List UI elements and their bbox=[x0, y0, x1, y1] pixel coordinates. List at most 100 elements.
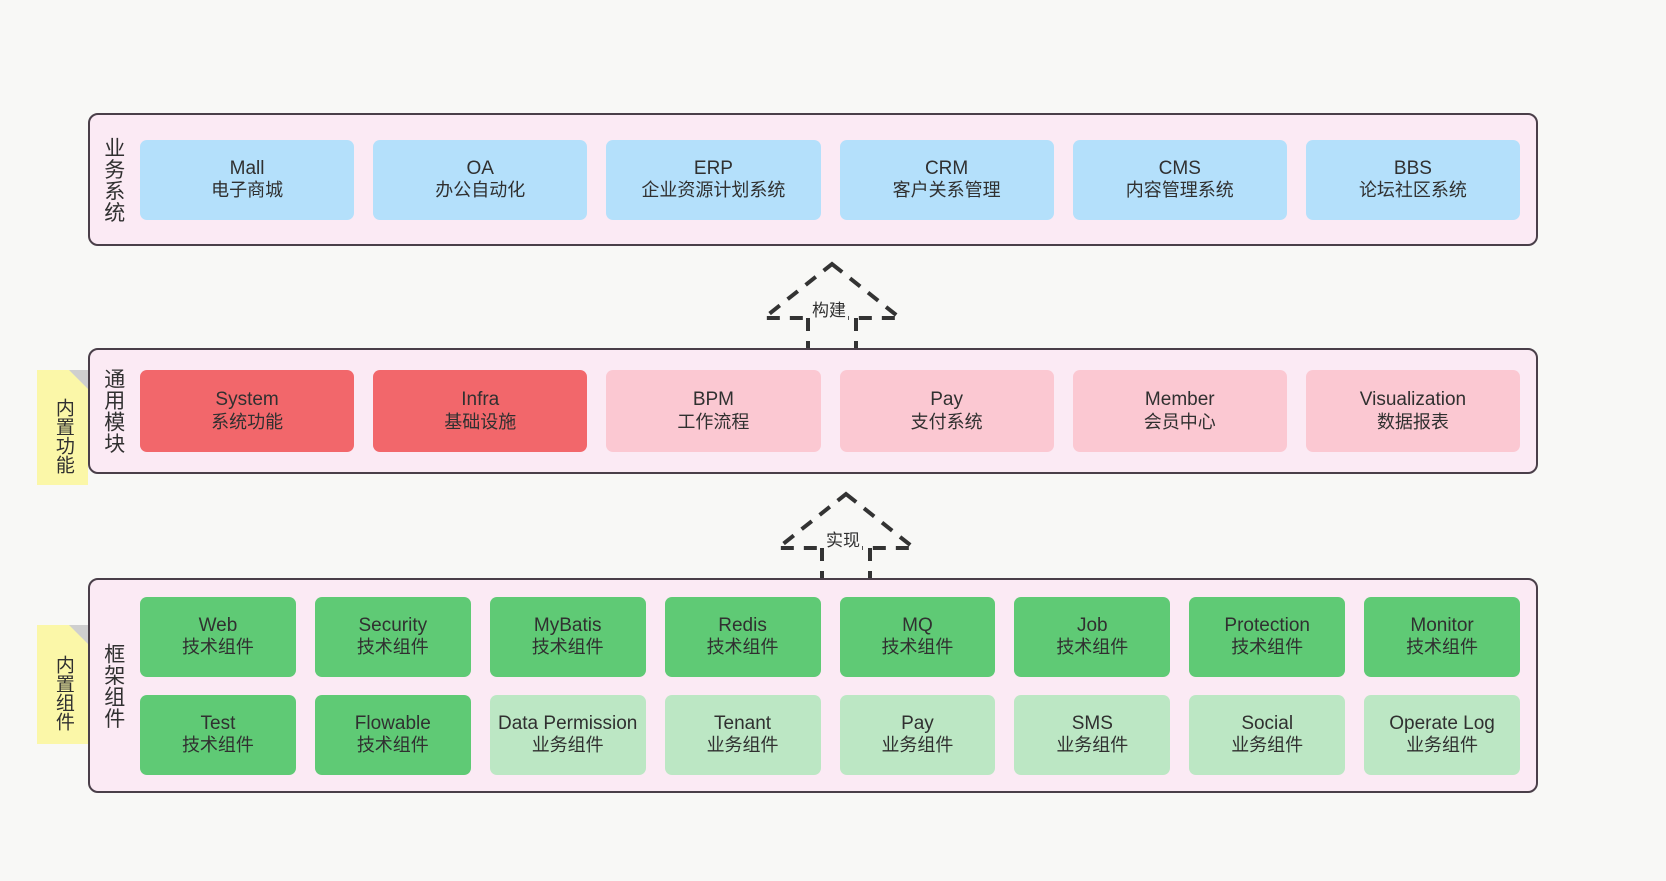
tile-subtitle: 业务组件 bbox=[1231, 735, 1304, 756]
tile-subtitle: 技术组件 bbox=[181, 637, 254, 658]
tile-subtitle: 技术组件 bbox=[1231, 637, 1304, 658]
tile-cms[interactable]: CMS 内容管理系统 bbox=[1072, 139, 1287, 220]
tile-title: OA bbox=[466, 157, 494, 179]
tile-subtitle: 业务组件 bbox=[881, 735, 954, 756]
tile-pay[interactable]: Pay 支付系统 bbox=[839, 370, 1054, 452]
tile-title: Tenant bbox=[714, 712, 772, 734]
tile-subtitle: 技术组件 bbox=[356, 637, 429, 658]
tile-sms[interactable]: SMS 业务组件 bbox=[1014, 694, 1171, 775]
tile-title: Visualization bbox=[1359, 389, 1467, 411]
tile-title: Job bbox=[1076, 614, 1108, 636]
tile-subtitle: 业务组件 bbox=[1406, 735, 1479, 756]
tile-title: MyBatis bbox=[533, 614, 602, 636]
connector-realize-label: 实现 bbox=[824, 526, 862, 551]
layer-framework-components: 框架组件 Web 技术组件 Security 技术组件 MyBatis 技术组件… bbox=[88, 578, 1538, 793]
tile-subtitle: 技术组件 bbox=[181, 735, 254, 756]
folded-corner-icon bbox=[69, 625, 88, 644]
note-label: 内置功能 bbox=[52, 397, 74, 474]
tile-subtitle: 技术组件 bbox=[531, 637, 604, 658]
tile-title: Data Permission bbox=[497, 712, 638, 734]
tile-title: CRM bbox=[924, 157, 969, 179]
tile-tenant[interactable]: Tenant 业务组件 bbox=[664, 694, 821, 775]
layer-business-systems: 业务系统 Mall 电子商城 OA 办公自动化 ERP 企业资源计划系统 CRM… bbox=[88, 113, 1538, 246]
tile-erp[interactable]: ERP 企业资源计划系统 bbox=[606, 139, 821, 220]
tile-title: Flowable bbox=[354, 712, 431, 734]
tile-subtitle: 论坛社区系统 bbox=[1358, 180, 1467, 201]
tile-subtitle: 内容管理系统 bbox=[1125, 180, 1234, 201]
tile-subtitle: 会员中心 bbox=[1143, 411, 1216, 432]
tile-subtitle: 客户关系管理 bbox=[892, 180, 1001, 201]
tile-row: Mall 电子商城 OA 办公自动化 ERP 企业资源计划系统 CRM 客户关系… bbox=[140, 139, 1521, 220]
tile-title: CMS bbox=[1158, 157, 1201, 179]
layer-common-modules: 通用模块 System 系统功能 Infra 基础设施 BPM 工作流程 Pay… bbox=[88, 348, 1538, 474]
connector-realize-arrow bbox=[772, 491, 920, 580]
tile-subtitle: 工作流程 bbox=[677, 411, 750, 432]
tile-title: MQ bbox=[902, 614, 933, 636]
tile-title: Redis bbox=[718, 614, 767, 636]
tile-flowable[interactable]: Flowable 技术组件 bbox=[314, 694, 471, 775]
tile-subtitle: 业务组件 bbox=[531, 735, 604, 756]
tile-title: Security bbox=[358, 614, 428, 636]
layer-title-common-modules: 通用模块 bbox=[101, 368, 125, 454]
tile-subtitle: 技术组件 bbox=[356, 735, 429, 756]
tile-web[interactable]: Web 技术组件 bbox=[140, 596, 296, 677]
tile-subtitle: 企业资源计划系统 bbox=[641, 180, 786, 201]
tile-mall[interactable]: Mall 电子商城 bbox=[140, 139, 355, 220]
note-builtin-components: 内置组件 bbox=[37, 625, 88, 744]
tile-title: Member bbox=[1144, 389, 1215, 411]
tile-title: SMS bbox=[1071, 712, 1113, 734]
tile-title: Social bbox=[1241, 712, 1294, 734]
tile-monitor[interactable]: Monitor 技术组件 bbox=[1364, 596, 1520, 677]
layer-title-business-systems: 业务系统 bbox=[101, 136, 125, 223]
tile-row: Test 技术组件 Flowable 技术组件 Data Permission … bbox=[140, 694, 1520, 775]
tile-security[interactable]: Security 技术组件 bbox=[314, 596, 471, 677]
tile-subtitle: 业务组件 bbox=[1056, 735, 1129, 756]
tile-data-permission[interactable]: Data Permission 业务组件 bbox=[489, 694, 646, 775]
connector-build-arrow bbox=[758, 261, 906, 350]
tile-row: Web 技术组件 Security 技术组件 MyBatis 技术组件 Redi… bbox=[140, 596, 1520, 677]
tile-title: Web bbox=[198, 614, 238, 636]
layer-title-framework-components: 框架组件 bbox=[101, 642, 125, 729]
tile-subtitle: 业务组件 bbox=[706, 735, 779, 756]
tile-mq[interactable]: MQ 技术组件 bbox=[839, 596, 996, 677]
tile-title: ERP bbox=[693, 157, 733, 179]
tile-title: System bbox=[215, 389, 279, 411]
tile-subtitle: 电子商城 bbox=[211, 180, 284, 201]
tile-test[interactable]: Test 技术组件 bbox=[140, 694, 296, 775]
tile-job[interactable]: Job 技术组件 bbox=[1014, 596, 1171, 677]
tile-title: Protection bbox=[1224, 614, 1310, 636]
connector-build-label: 构建 bbox=[810, 296, 848, 321]
tile-social[interactable]: Social 业务组件 bbox=[1189, 694, 1346, 775]
tile-title: Test bbox=[200, 712, 236, 734]
tile-subtitle: 技术组件 bbox=[1406, 637, 1479, 658]
tile-row: System 系统功能 Infra 基础设施 BPM 工作流程 Pay 支付系统… bbox=[140, 370, 1521, 452]
tile-infra[interactable]: Infra 基础设施 bbox=[373, 370, 588, 452]
tile-pay-component[interactable]: Pay 业务组件 bbox=[839, 694, 996, 775]
tile-oa[interactable]: OA 办公自动化 bbox=[373, 139, 588, 220]
tile-operate-log[interactable]: Operate Log 业务组件 bbox=[1364, 694, 1520, 775]
connector-build: 构建 bbox=[752, 258, 912, 350]
tile-title: BPM bbox=[692, 389, 735, 411]
tile-crm[interactable]: CRM 客户关系管理 bbox=[839, 139, 1054, 220]
tile-subtitle: 数据报表 bbox=[1376, 411, 1449, 432]
tile-mybatis[interactable]: MyBatis 技术组件 bbox=[489, 596, 646, 677]
tile-redis[interactable]: Redis 技术组件 bbox=[664, 596, 821, 677]
tile-title: Pay bbox=[930, 389, 963, 411]
tile-subtitle: 支付系统 bbox=[910, 411, 983, 432]
tile-subtitle: 技术组件 bbox=[1056, 637, 1129, 658]
folded-corner-icon bbox=[69, 370, 88, 389]
tile-bpm[interactable]: BPM 工作流程 bbox=[606, 370, 821, 452]
tile-system[interactable]: System 系统功能 bbox=[140, 370, 355, 452]
tile-subtitle: 基础设施 bbox=[444, 411, 517, 432]
tile-title: Monitor bbox=[1410, 614, 1474, 636]
layer-body-framework-components: Web 技术组件 Security 技术组件 MyBatis 技术组件 Redi… bbox=[136, 580, 1536, 791]
tile-bbs[interactable]: BBS 论坛社区系统 bbox=[1305, 139, 1521, 220]
tile-subtitle: 技术组件 bbox=[881, 637, 954, 658]
tile-visualization[interactable]: Visualization 数据报表 bbox=[1305, 370, 1521, 452]
tile-member[interactable]: Member 会员中心 bbox=[1072, 370, 1287, 452]
tile-title: Operate Log bbox=[1389, 712, 1495, 734]
tile-subtitle: 办公自动化 bbox=[435, 180, 526, 201]
tile-protection[interactable]: Protection 技术组件 bbox=[1189, 596, 1346, 677]
connector-realize: 实现 bbox=[766, 488, 926, 580]
tile-title: BBS bbox=[1393, 157, 1432, 179]
